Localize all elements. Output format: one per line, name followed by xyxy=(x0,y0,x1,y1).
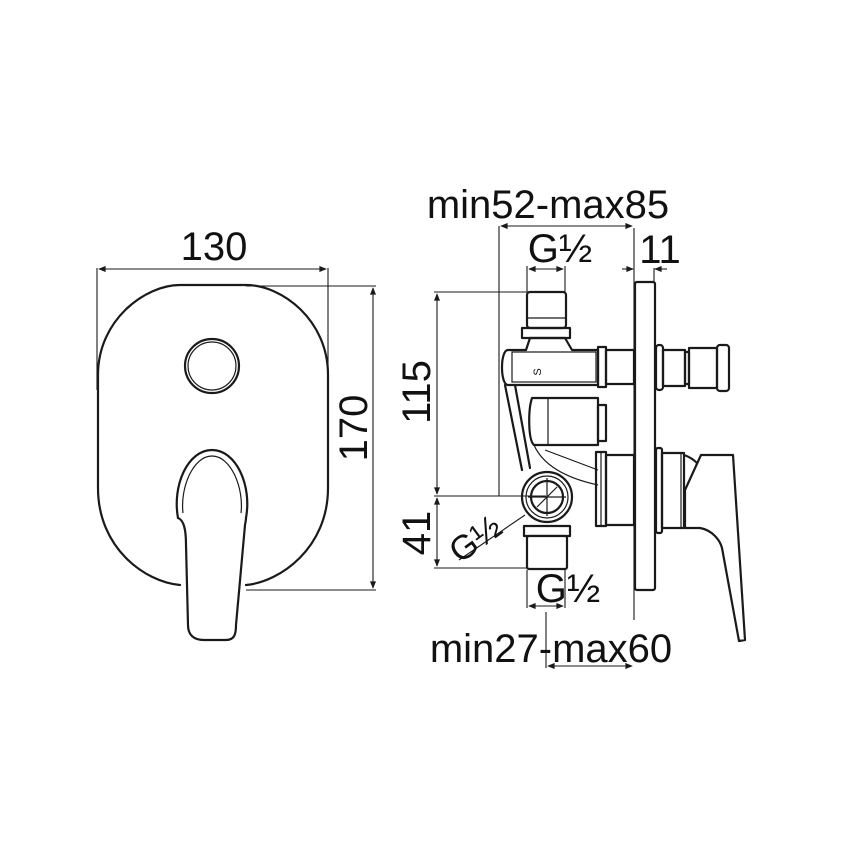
dimension-width-130: 130 xyxy=(96,225,329,390)
thread-side-label: G½ xyxy=(442,508,509,571)
dimension-height-41: 41 xyxy=(395,495,546,569)
height-115-label: 115 xyxy=(395,360,439,424)
cover-plate-side xyxy=(633,280,657,592)
diverter-button xyxy=(183,337,241,395)
dimension-depth-top: min52-max85 xyxy=(427,183,669,496)
cover-plate xyxy=(96,283,330,587)
front-view: 130 170 xyxy=(96,225,376,642)
width-label: 130 xyxy=(181,225,248,269)
side-view: min52-max85 11 G½ 115 xyxy=(395,183,747,671)
height-label: 170 xyxy=(332,395,376,462)
handle-base xyxy=(175,448,249,520)
handle-base-inner xyxy=(181,455,243,514)
depth-range-bottom-label: min27-max60 xyxy=(430,627,672,671)
thread-bottom-label: G½ xyxy=(536,567,600,611)
plate-thickness-label: 11 xyxy=(639,228,681,272)
thread-top-label: G½ xyxy=(528,227,592,271)
body-mark: S xyxy=(532,368,544,375)
dimension-thread-top: G½ xyxy=(526,227,592,292)
diverter-button-inner-ring xyxy=(187,341,237,391)
height-41-label: 41 xyxy=(395,511,439,556)
dimension-height-170: 170 xyxy=(246,285,376,591)
dimension-thread-side: G½ xyxy=(442,508,526,571)
diverter-knob-side xyxy=(654,343,731,393)
depth-range-top-label: min52-max85 xyxy=(427,183,669,227)
valve-body: S xyxy=(500,290,636,571)
dimension-depth-bottom: min27-max60 xyxy=(430,612,672,671)
handle-lever xyxy=(176,516,248,642)
dimension-height-115: 115 xyxy=(395,291,528,495)
handle-lever-side xyxy=(654,446,747,643)
dimension-thread-bottom: G½ xyxy=(526,567,600,611)
